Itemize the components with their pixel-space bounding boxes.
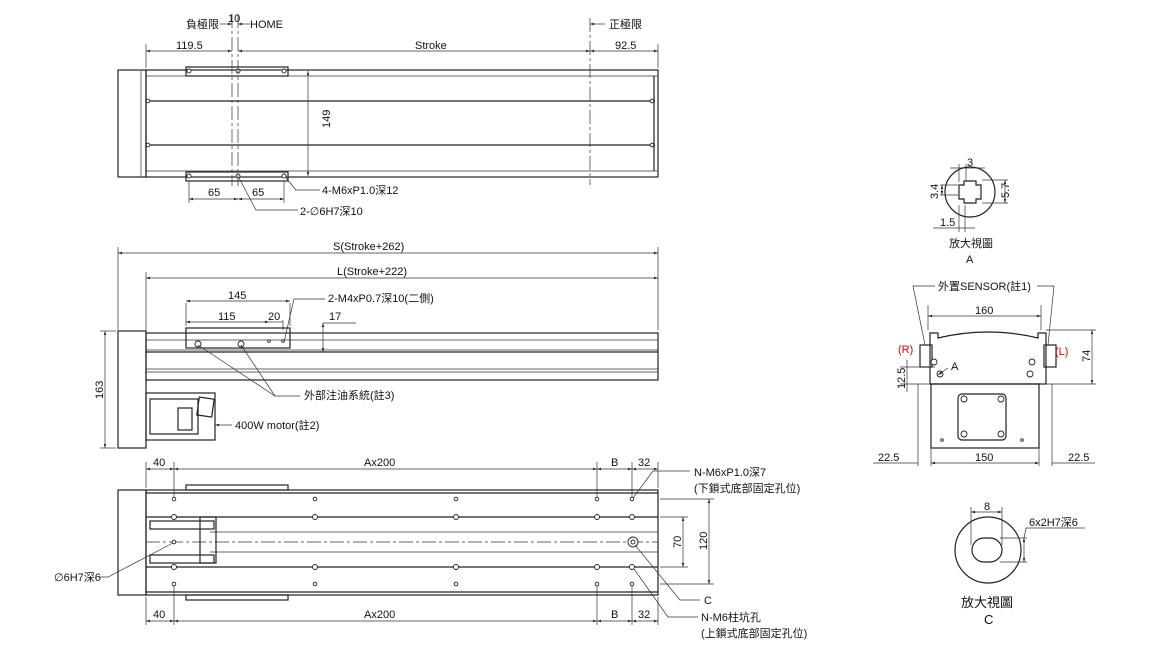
right-side-label: (R) [898, 344, 913, 356]
dim-163: 163 [94, 381, 106, 399]
dim-32-top: 32 [638, 457, 650, 469]
top-view: 負極限 10 HOME 正極限 119.5 Stroke 92.5 149 65… [117, 13, 659, 218]
dim-20: 20 [268, 311, 280, 323]
pos-limit-label: 正極限 [609, 17, 642, 31]
dim-s: S(Stroke+262) [333, 241, 404, 253]
upper-hole-note-2: (上鎖式底部固定孔位) [701, 626, 807, 640]
dim-40-top: 40 [153, 457, 165, 469]
dim-a-top: Ax200 [364, 457, 395, 469]
detail-c-title: 放大視圖 [961, 595, 1013, 610]
dim-120: 120 [698, 532, 710, 550]
dim-left: 119.5 [176, 40, 203, 52]
dim-145: 145 [228, 290, 246, 302]
dim-3: 3 [967, 157, 973, 169]
neg-limit-label: 負極限 [186, 17, 219, 31]
dim-1-5: 1.5 [940, 217, 955, 229]
dim-right: 92.5 [615, 40, 636, 52]
dim-70: 70 [672, 536, 684, 548]
dim-150: 150 [975, 452, 993, 464]
upper-hole-note: N-M6柱坑孔 [701, 610, 761, 624]
dim-17: 17 [329, 311, 341, 323]
home-label: HOME [250, 19, 283, 31]
slot-note: 6x2H7深6 [1029, 516, 1078, 529]
dim-width: 149 [321, 110, 333, 128]
dim-l: L(Stroke+222) [337, 266, 407, 278]
dim-65-b: 65 [252, 187, 264, 199]
dim-115: 115 [218, 311, 236, 323]
detail-a: 3 3.4 5.7 1.5 放大視圖 A [929, 157, 1012, 266]
dim-40-bottom: 40 [153, 609, 165, 621]
detail-a-callout: A [951, 361, 959, 373]
left-side-label: (L) [1055, 346, 1068, 358]
dim-3-4: 3.4 [929, 184, 941, 199]
dim-160: 160 [975, 305, 993, 317]
m4-note: 2-M4xP0.7深10(二側) [328, 292, 434, 305]
dim-32-bottom: 32 [638, 609, 650, 621]
dim-74: 74 [1081, 350, 1093, 362]
dim-8: 8 [984, 501, 990, 513]
dim-a-bottom: Ax200 [364, 609, 395, 621]
dim-5-7: 5.7 [1000, 183, 1012, 198]
lower-hole-note-2: (下鎖式底部固定孔位) [694, 481, 800, 495]
detail-c: 8 6x2H7深6 放大視圖 C [954, 501, 1085, 627]
dim-b-bottom: B [611, 609, 618, 621]
dim-22-5-right: 22.5 [1068, 452, 1089, 464]
tap-note: 4-M6xP1.0深12 [322, 184, 398, 197]
detail-a-letter: A [966, 254, 974, 266]
detail-a-title: 放大視圖 [949, 236, 993, 250]
sensor-note: 外置SENSOR(註1) [938, 280, 1031, 293]
dim-b-top: B [611, 457, 618, 469]
detail-c-letter: C [984, 612, 993, 627]
pin-hole-note: ∅6H7深6 [54, 571, 101, 584]
detail-c-callout: C [704, 595, 712, 607]
oil-note: 外部注油系統(註3) [304, 388, 394, 402]
home-offset-dim: 10 [228, 13, 240, 25]
dim-22-5-left: 22.5 [878, 452, 899, 464]
front-view: 外置SENSOR(註1) 160 74 (R) (L) A 12.5 22.5 … [873, 280, 1096, 466]
dim-12-5: 12.5 [896, 368, 908, 389]
side-view: S(Stroke+262) L(Stroke+222) 145 115 20 1… [94, 241, 659, 449]
motor-note: 400W motor(註2) [235, 419, 319, 432]
pin-note: 2-∅6H7深10 [300, 205, 363, 218]
dim-65-a: 65 [208, 187, 220, 199]
bottom-view: 40 Ax200 B 32 40 Ax200 B 32 70 120 N-M6x… [54, 457, 807, 640]
dim-stroke: Stroke [415, 40, 447, 52]
lower-hole-note: N-M6xP1.0深7 [694, 466, 766, 479]
